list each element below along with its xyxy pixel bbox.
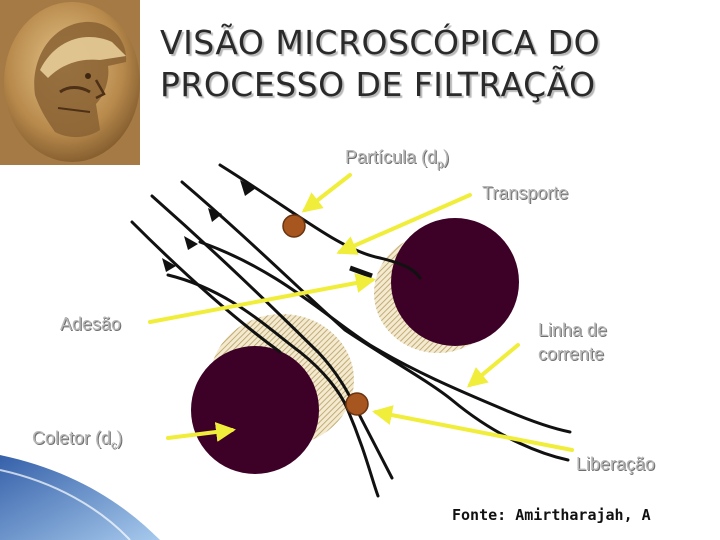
corner-wave-highlight — [0, 469, 131, 540]
collector-lower — [191, 346, 319, 474]
label-coletor: Coletor (dc) — [32, 428, 123, 452]
flow-arrow-icon — [208, 208, 222, 222]
title-line-1: VISÃO MICROSCÓPICA DO — [160, 23, 601, 62]
pointer-liberacao — [372, 405, 574, 452]
label-adesao: Adesão — [60, 314, 122, 334]
corner-wave-decoration — [0, 455, 160, 540]
pointer-coletor — [166, 422, 236, 442]
label-transporte: Transporte — [482, 183, 569, 203]
label-liberacao: Liberação — [576, 454, 656, 474]
particle-upper — [282, 214, 306, 238]
particle-trajectory-short — [349, 265, 373, 279]
collector-upper — [391, 218, 519, 346]
label-linha-de-corrente: Linha de corrente — [538, 320, 608, 364]
streamline-5 — [130, 220, 282, 354]
flow-arrow-icon — [162, 258, 176, 272]
streamline-1 — [218, 163, 422, 280]
page-title: VISÃO MICROSCÓPICA DO PROCESSO DE FILTRA… — [160, 22, 715, 106]
particle-lower — [345, 392, 369, 416]
helmeted-warrior-coin-icon — [0, 0, 140, 165]
pointer-linha — [466, 343, 520, 388]
source-credit: Fonte: Amirtharajah, A — [452, 506, 651, 524]
flow-arrow-icon — [184, 236, 198, 250]
pointer-adesao — [148, 273, 376, 324]
pointer-particula — [301, 173, 352, 213]
label-particula: Partícula (dp) — [345, 147, 450, 171]
streamline-6 — [198, 240, 572, 434]
streamline-3 — [150, 194, 394, 480]
streamline-4 — [166, 273, 380, 498]
title-line-2: PROCESSO DE FILTRAÇÃO — [160, 65, 596, 104]
flow-arrow-icon — [240, 180, 256, 196]
pointer-transporte — [336, 193, 472, 255]
